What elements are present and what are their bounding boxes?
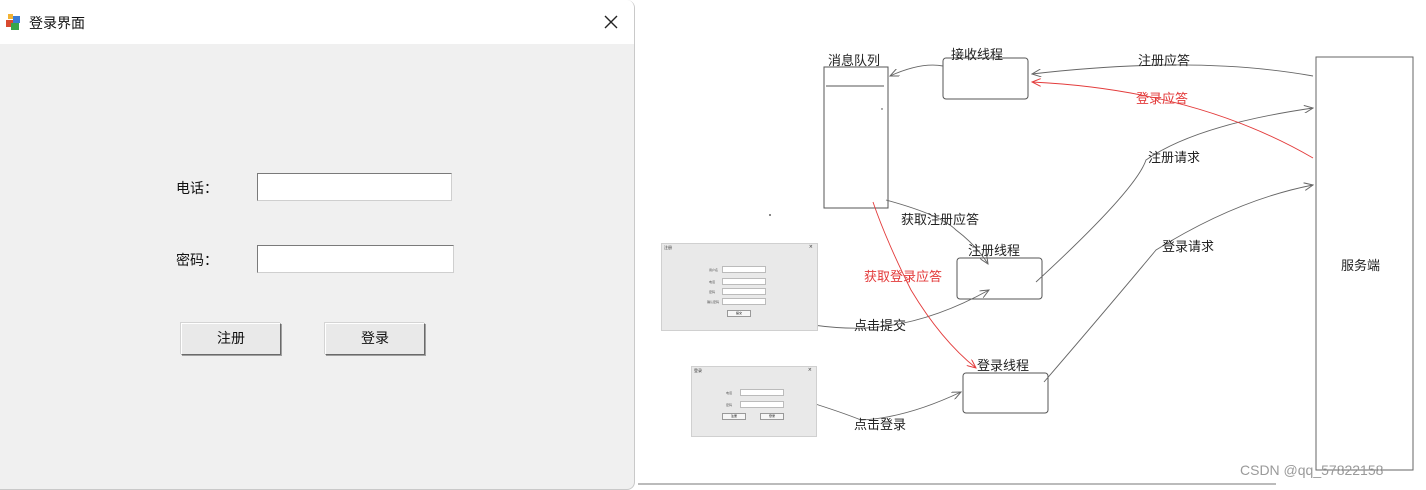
click-login-label: 点击登录 [854,418,907,433]
register-thumb-label: 用户名 [709,268,719,272]
register-thumb-title: 注册 [664,245,672,250]
register-thumb-close-icon: × [808,244,813,250]
receive-to-queue-arrow [890,64,944,76]
login-request-label: 登录请求 [1162,240,1215,255]
server-box [1315,56,1414,471]
register-thread-label: 注册线程 [968,244,1021,259]
watermark: CSDN @qq_57822158 [1240,462,1384,478]
phone-input[interactable] [257,173,452,201]
login-thumb-label: 密码 [726,403,733,407]
register-response-label: 注册应答 [1138,54,1191,69]
diagram-strokes [638,56,1414,485]
register-request-label: 注册请求 [1148,151,1201,166]
password-input[interactable] [257,245,454,273]
register-thumb-field [722,288,766,295]
register-button[interactable]: 注册 [181,323,281,355]
register-thumb-field [722,278,766,285]
login-window: 登录界面 电话： 密码： 注册 登录 [0,0,635,490]
app-icon [6,14,20,30]
register-request-arrow [1035,108,1313,283]
click-submit-label: 点击提交 [854,319,907,334]
login-thumb-field [740,401,784,408]
login-thread-label: 登录线程 [977,359,1030,374]
login-thumb-title: 登录 [694,368,702,373]
login-response-label: 登录应答 [1136,92,1189,107]
get-login-response-arrow [872,201,976,368]
register-thumb-label: 密码 [709,290,716,294]
phone-label: 电话： [176,181,218,197]
click-login-arrow [808,392,961,421]
register-thumb-label: 电话 [709,280,716,284]
get-register-response-arrow [885,199,988,264]
register-thumb-submit-button: 提交 [727,310,751,317]
login-thumb-login-button: 登录 [760,413,784,420]
message-queue-box [823,66,889,209]
message-queue-label: 消息队列 [828,54,881,69]
password-label: 密码： [176,253,218,269]
server-label: 服务端 [1341,259,1381,274]
receive-thread-box [942,57,1029,100]
close-icon [604,15,618,29]
login-thumb-register-button: 注册 [722,413,746,420]
register-thread-box [956,257,1043,300]
window-title: 登录界面 [29,16,85,32]
login-thumb-close-icon: × [807,367,812,373]
close-button[interactable] [588,0,634,44]
register-thumb-label: 确认密码 [707,300,720,304]
register-response-arrow [1032,64,1314,76]
get-register-response-label: 获取注册应答 [901,213,980,228]
register-thumb-field [722,266,766,273]
login-button[interactable]: 登录 [325,323,425,355]
login-response-arrow [1032,82,1314,159]
login-request-arrow [1043,185,1313,383]
register-thumb-field [722,298,766,305]
login-thumb-label: 电话 [726,391,733,395]
login-thumb-field [740,389,784,396]
register-window-thumbnail: 注册 × 用户名 电话 密码 确认密码 提交 [661,243,818,331]
receive-thread-label: 接收线程 [951,48,1004,63]
architecture-diagram: 消息队列 接收线程 注册应答 登录应答 注册请求 获取注册应答 注册线程 登录请… [636,0,1426,490]
login-window-thumbnail: 登录 × 电话 密码 注册 登录 [691,366,817,437]
title-bar[interactable]: 登录界面 [0,0,634,44]
login-thread-box [962,372,1049,414]
get-login-response-label: 获取登录应答 [864,270,943,285]
